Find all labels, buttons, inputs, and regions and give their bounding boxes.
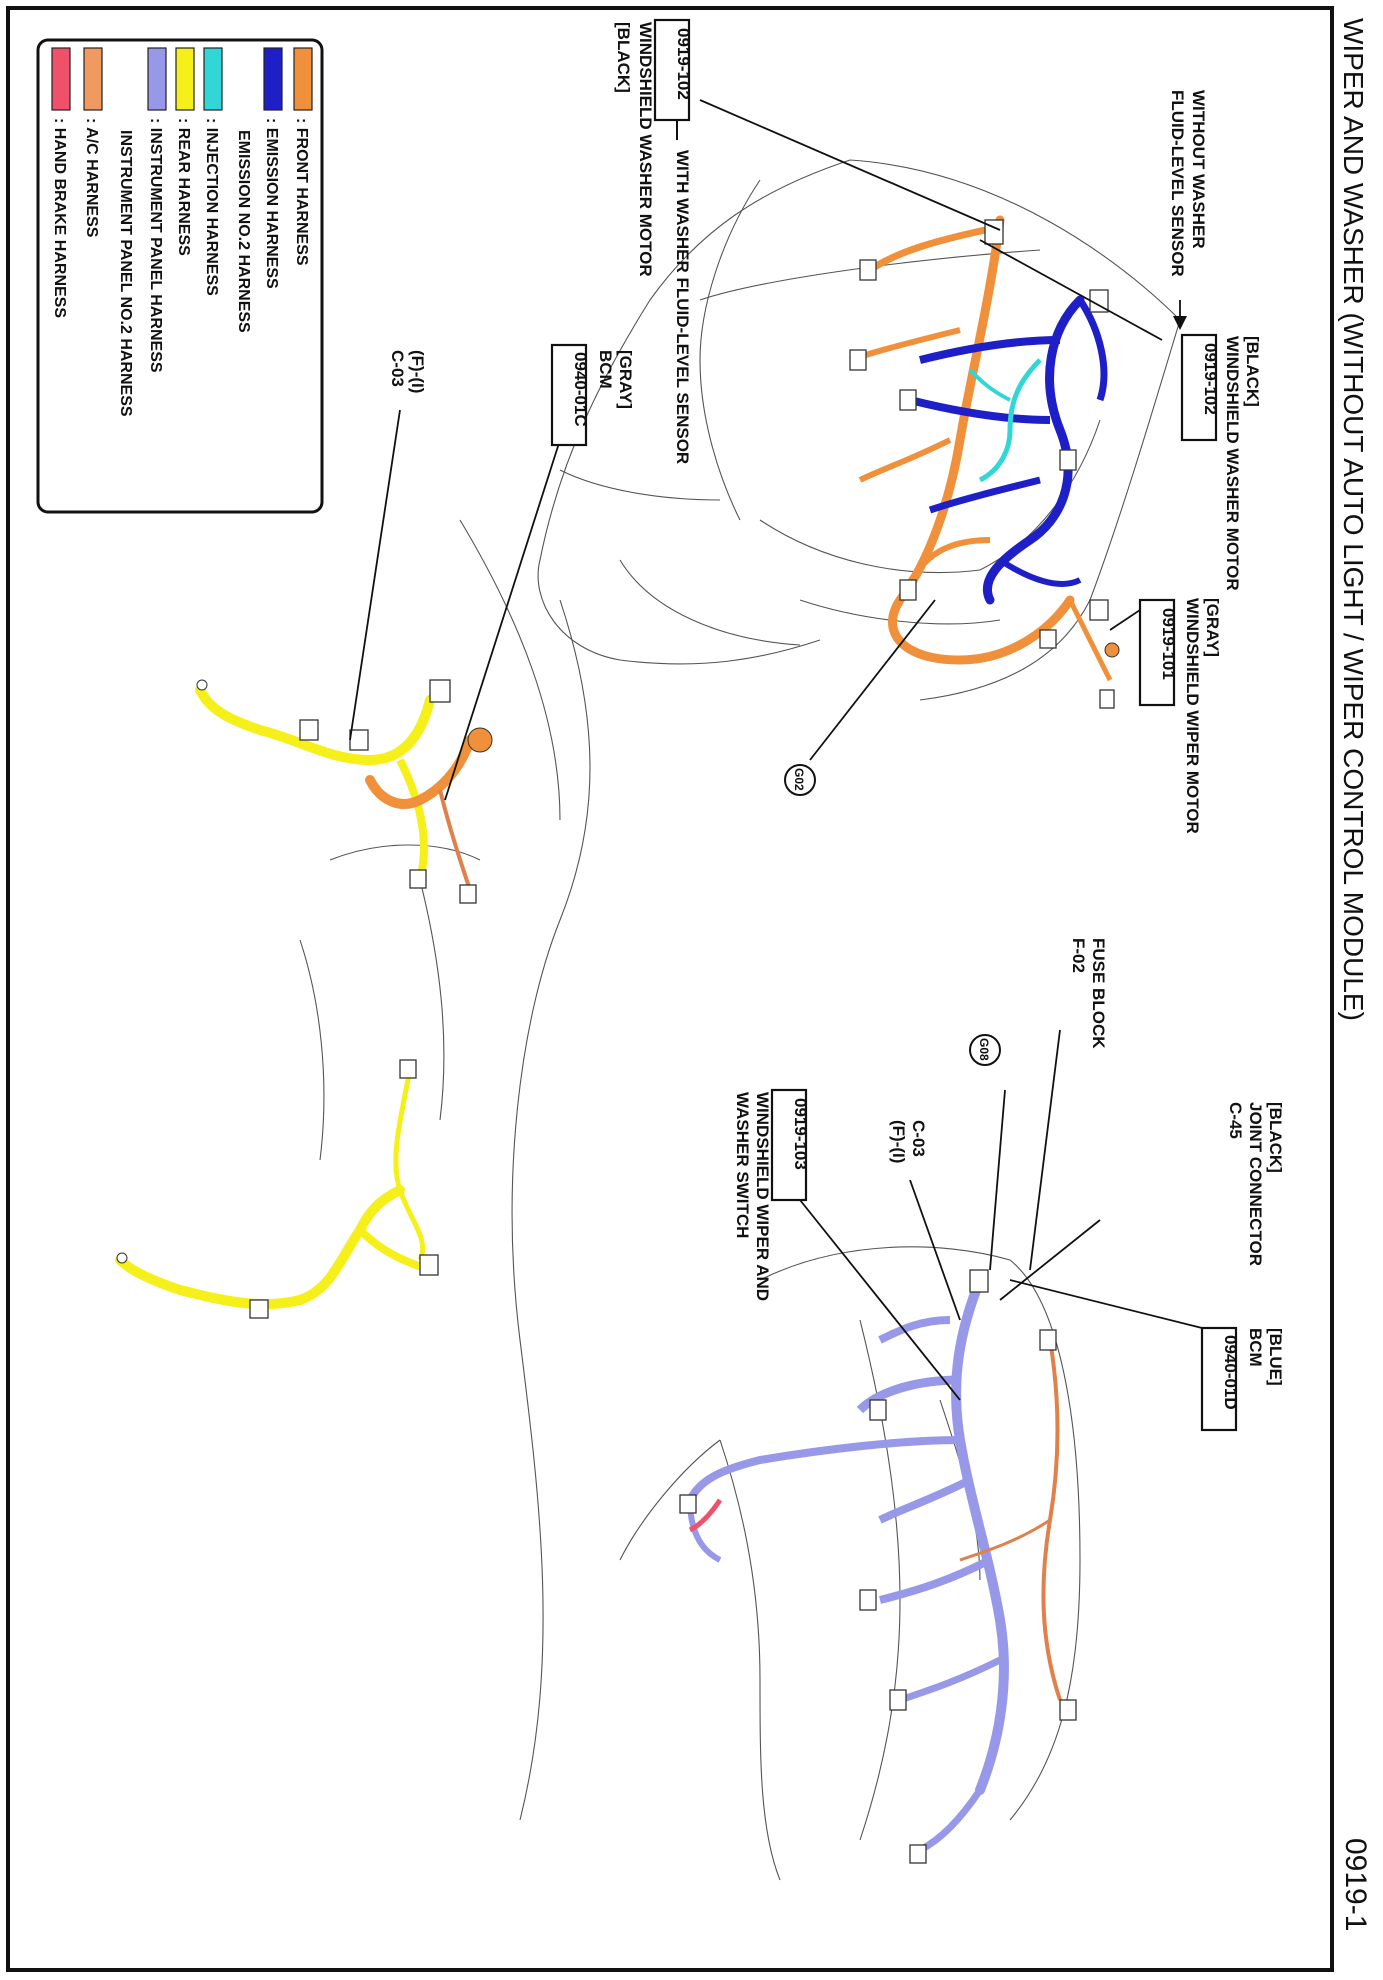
floor-dash-view [195, 519, 591, 1821]
callout-fuse-block-code: F-02 [1069, 938, 1088, 973]
rear-harness-view [115, 1059, 439, 1319]
callout-101-code: 0919-101 [1159, 608, 1178, 680]
callout-fi-c03-left-line1: (F)-(I) [408, 350, 427, 393]
callout-c03-right-line2: (F)-(I) [889, 1120, 908, 1163]
ground-g02-symbol [784, 764, 816, 796]
callout-101-name: WINDSHIELD WIPER MOTOR [1183, 598, 1202, 834]
callout-103-line2: WASHER SWITCH [733, 1092, 752, 1238]
legend-swatch-front [293, 47, 313, 111]
callout-103-box [770, 1088, 808, 1202]
callout-c03-right-line1: C-03 [909, 1120, 928, 1157]
callout-joint-name: JOINT CONNECTOR [1246, 1102, 1265, 1266]
callout-103-code: 0919-103 [791, 1098, 810, 1170]
callout-without-sensor-line1: WITHOUT WASHER [1189, 90, 1208, 249]
ground-g08-label: G08 [977, 1038, 991, 1061]
legend-label-hand-brake: : HAND BRAKE HARNESS [51, 118, 68, 318]
legend-swatch-rear [175, 47, 195, 111]
engine-compartment-view [537, 159, 1181, 709]
callout-without-sensor-line2: FLUID-LEVEL SENSOR [1168, 90, 1187, 277]
callout-102-left-color: [BLACK] [614, 22, 633, 93]
leader-lines [349, 98, 1211, 1401]
callout-102-right-name: WINDSHIELD WASHER MOTOR [1223, 336, 1242, 591]
legend-label-instrument-panel-no2: INSTRUMENT PANEL NO.2 HARNESS [117, 130, 134, 417]
legend-label-emission-no2: EMISSION NO.2 HARNESS [235, 130, 252, 333]
callout-bcm-blue-box [1200, 1326, 1238, 1432]
callout-101-box [1138, 598, 1176, 707]
legend-swatch-ac [83, 47, 103, 111]
ground-g08-symbol [969, 1034, 1001, 1066]
page-number: 0919-1 [1339, 1838, 1372, 1931]
callout-103-line1: WINDSHIELD WIPER AND [753, 1092, 772, 1301]
callout-with-sensor: WITH WASHER FLUID-LEVEL SENSOR [673, 150, 692, 464]
legend-label-rear: : REAR HARNESS [175, 118, 192, 256]
callout-102-left-code: 0919-102 [674, 28, 693, 100]
callout-bcm-blue-code: 0940-01D [1221, 1335, 1240, 1410]
legend-swatch-instrument-panel [147, 47, 167, 111]
page-border [6, 6, 1334, 1972]
diagram-title: WIPER AND WASHER (WITHOUT AUTO LIGHT / W… [1338, 18, 1369, 1021]
ground-g02-label: G02 [792, 768, 806, 791]
harness-legend: : FRONT HARNESS : EMISSION HARNESS EMISS… [36, 38, 324, 514]
callout-bcm-gray-color: [GRAY] [616, 350, 635, 409]
callout-fi-c03-left-line2: C-03 [388, 350, 407, 387]
callout-joint-color: [BLACK] [1266, 1102, 1285, 1173]
legend-label-emission: : EMISSION HARNESS [263, 118, 280, 289]
callout-102-right-color: [BLACK] [1243, 336, 1262, 407]
callout-bcm-gray-code: 0940-01C [571, 352, 590, 427]
legend-swatch-emission [263, 47, 283, 111]
legend-label-injection: : INJECTION HARNESS [203, 118, 220, 296]
legend-label-front: : FRONT HARNESS [293, 118, 310, 266]
callout-bcm-gray-box [550, 343, 588, 447]
callout-102-right-code: 0919-102 [1201, 343, 1220, 415]
callout-102-right-box [1180, 333, 1218, 442]
callout-bcm-gray-name: BCM [596, 350, 615, 389]
callout-bcm-blue-color: [BLUE] [1266, 1328, 1285, 1386]
callout-102-left-name: WINDSHIELD WASHER MOTOR [636, 22, 655, 277]
callout-bcm-blue-name: BCM [1246, 1328, 1265, 1367]
legend-swatch-hand-brake [51, 47, 71, 111]
callout-102-left-box [653, 18, 691, 122]
legend-label-ac: : A/C HARNESS [83, 118, 100, 238]
legend-label-instrument-panel: : INSTRUMENT PANEL HARNESS [147, 118, 164, 373]
callout-fuse-block-name: FUSE BLOCK [1089, 938, 1108, 1049]
callout-joint-code: C-45 [1226, 1102, 1245, 1139]
instrument-panel-view [619, 1246, 1081, 1881]
legend-swatch-injection [203, 47, 223, 111]
legend-frame [36, 38, 324, 514]
callout-101-color: [GRAY] [1203, 598, 1222, 657]
